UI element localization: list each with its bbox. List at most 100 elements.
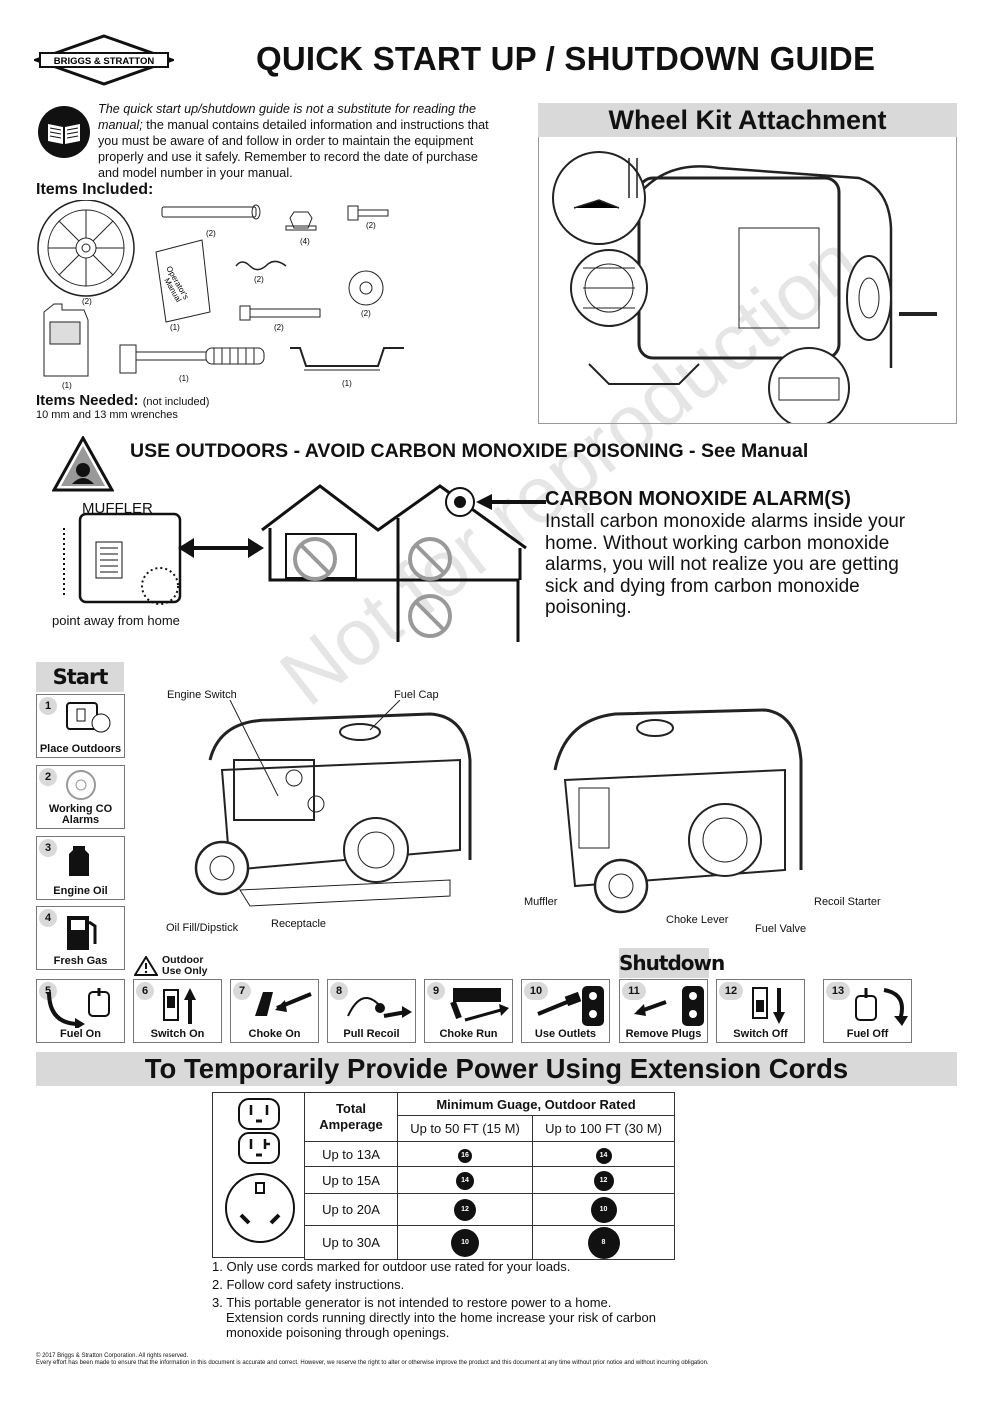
amp-cell: Up to 30A xyxy=(304,1225,398,1260)
flange-nut-icon xyxy=(285,211,317,231)
table-row: Up to 13A 16 14 xyxy=(304,1141,675,1167)
generator-rear-illustration xyxy=(553,708,803,914)
step-5: 5 Fuel On xyxy=(36,979,125,1043)
step-1: 1 Place Outdoors xyxy=(36,694,125,758)
shutdown-heading: Shutdown xyxy=(619,948,725,978)
gauge-table: Total Amperage Minimum Guage, Outdoor Ra… xyxy=(304,1092,675,1260)
gauge-badge: 12 xyxy=(454,1198,476,1221)
intro-italic: The quick start up/shutdown guide is not… xyxy=(98,102,477,132)
callout-recoil-starter: Recoil Starter xyxy=(814,896,881,908)
generator-icon xyxy=(63,512,182,605)
choke-on-icon xyxy=(255,992,312,1016)
switch-off-icon xyxy=(752,987,785,1024)
col-total-amperage: Total Amperage xyxy=(304,1092,398,1142)
step-7: 7 Choke On xyxy=(230,979,319,1043)
choke-run-icon xyxy=(450,988,509,1022)
step-number: 5 xyxy=(39,982,57,1000)
read-manual-icon xyxy=(38,106,90,158)
switch-on-icon xyxy=(163,988,196,1024)
gauge-badge: 10 xyxy=(590,1196,617,1223)
axle-pin-icon xyxy=(161,204,261,220)
amp-cell: Up to 15A xyxy=(304,1166,398,1194)
support-leg-icon xyxy=(290,347,404,371)
intro-text: The quick start up/shutdown guide is not… xyxy=(36,101,496,181)
items-included-illustration: Operator's Manual (2) (4) (2) (2) (2) (2… xyxy=(37,200,404,390)
disclaimer: Every effort has been made to ensure tha… xyxy=(36,1360,709,1366)
step-number: 3 xyxy=(39,839,57,857)
step-label: Fuel On xyxy=(60,1028,101,1040)
muffler-label: MUFFLER xyxy=(82,500,153,517)
amp-cell: Up to 20A xyxy=(304,1193,398,1226)
outdoor-use-only: Outdoor Use Only xyxy=(162,954,208,977)
qty-nut: (4) xyxy=(300,237,310,246)
step-label: Remove Plugs xyxy=(625,1028,702,1040)
col-100ft: Up to 100 FT (30 M) xyxy=(532,1115,675,1142)
step-label: Switch Off xyxy=(733,1028,788,1040)
long-bolt-icon xyxy=(239,305,321,321)
qty-bolt: (2) xyxy=(366,221,376,230)
callout-fuel-valve: Fuel Valve xyxy=(755,923,807,935)
step-2: 2 Working CO Alarms xyxy=(36,765,125,829)
svg-text:BRIGGS & STRATTON: BRIGGS & STRATTON xyxy=(54,56,155,67)
callout-engine-switch: Engine Switch xyxy=(167,689,237,701)
step-number: 12 xyxy=(719,982,743,1000)
qty-long-bolt: (2) xyxy=(274,323,284,332)
outlet-20a-icon xyxy=(238,1132,280,1164)
briggs-stratton-logo: BRIGGS & STRATTON xyxy=(34,34,174,86)
amp-cell: Up to 13A xyxy=(304,1141,398,1167)
bolt-icon xyxy=(347,205,389,221)
generator-front-illustration xyxy=(194,700,472,907)
step-11: 11 Remove Plugs xyxy=(619,979,708,1043)
callout-receptacle: Receptacle xyxy=(271,918,327,930)
gauge-badge: 14 xyxy=(456,1172,474,1190)
step-12: 12 Switch Off xyxy=(716,979,805,1043)
step-number: 13 xyxy=(826,982,850,1000)
fuel-valve-off-icon xyxy=(855,988,908,1026)
items-needed-heading: Items Needed: (not included) xyxy=(36,392,210,409)
qty-oil: (1) xyxy=(62,381,72,390)
co-alarm-heading: CARBON MONOXIDE ALARM(S) xyxy=(545,488,851,510)
step-number: 10 xyxy=(524,982,548,1000)
gauge-badge: 12 xyxy=(593,1170,614,1191)
intro-rest: the manual contains detailed information… xyxy=(98,118,489,180)
col-50ft: Up to 50 FT (15 M) xyxy=(397,1115,533,1142)
copyright: © 2017 Briggs & Stratton Corporation. Al… xyxy=(36,1353,189,1359)
distance-arrow-icon xyxy=(178,538,264,558)
warning-triangle-icon xyxy=(134,956,158,976)
qty-handle: (1) xyxy=(179,374,189,383)
step-label: Use Outlets xyxy=(534,1028,597,1040)
qty-hairpin: (2) xyxy=(254,275,264,284)
col-minimum-gauge: Minimum Guage, Outdoor Rated xyxy=(397,1092,675,1116)
house-icon xyxy=(261,484,546,642)
step-number: 11 xyxy=(622,982,646,1000)
items-needed-text: 10 mm and 13 mm wrenches xyxy=(36,409,178,421)
step-number: 9 xyxy=(427,982,445,1000)
step-13: 13 Fuel Off xyxy=(823,979,912,1043)
outlet-15a-icon xyxy=(238,1098,280,1130)
oil-bottle-icon xyxy=(69,846,89,876)
remove-plugs-icon xyxy=(634,986,704,1026)
qty-wheel: (2) xyxy=(82,297,92,306)
outlet-types-cell xyxy=(212,1092,305,1258)
place-outdoors-icon xyxy=(66,702,111,733)
step-9: 9 Choke Run xyxy=(424,979,513,1043)
step-3: 3 Engine Oil xyxy=(36,836,125,900)
note-3: 3. This portable generator is not intend… xyxy=(212,1295,656,1340)
point-away-label: point away from home xyxy=(52,613,180,628)
step-number: 4 xyxy=(39,909,57,927)
step-number: 2 xyxy=(39,768,57,786)
wheel-kit-illustration xyxy=(552,151,937,423)
table-row: Up to 20A 12 10 xyxy=(304,1193,675,1226)
step-4: 4 Fresh Gas xyxy=(36,906,125,970)
co-alarm-icon xyxy=(66,770,96,800)
start-up-heading: Start Up xyxy=(36,662,124,719)
callout-fuel-cap: Fuel Cap xyxy=(394,689,439,701)
step-8: 8 Pull Recoil xyxy=(327,979,416,1043)
callout-muffler: Muffler xyxy=(524,896,558,908)
qty-manual: (1) xyxy=(170,323,180,332)
gauge-badge: 16 xyxy=(458,1149,472,1163)
gauge-badge: 10 xyxy=(451,1228,479,1257)
qty-axle-pin: (2) xyxy=(206,229,216,238)
oil-bottle-icon xyxy=(43,303,89,377)
fuel-pump-icon xyxy=(67,916,97,950)
